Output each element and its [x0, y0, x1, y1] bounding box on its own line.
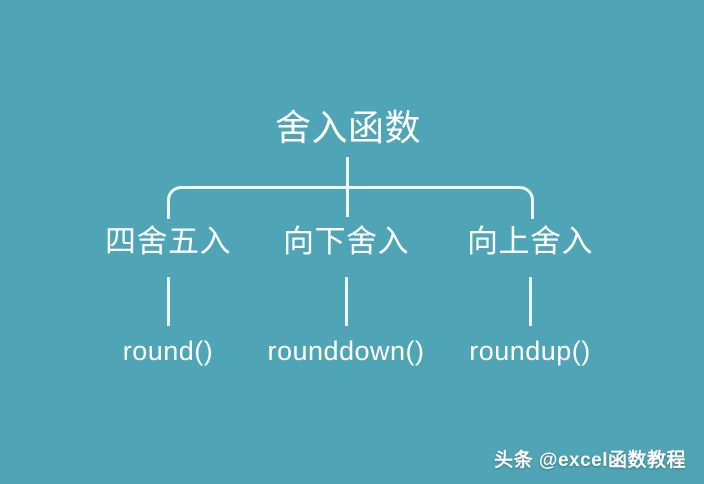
watermark-text: 头条 @excel函数教程: [494, 450, 686, 471]
node-level3-rounddown: rounddown(): [267, 336, 425, 366]
connector-stem-right: [529, 277, 532, 326]
connector-bracket-right-corner: [515, 186, 534, 219]
connector-stem-left: [167, 277, 170, 326]
node-root: 舍入函数: [274, 107, 422, 148]
node-level3-roundup: roundup(): [469, 336, 591, 366]
connector-stem-middle: [345, 277, 348, 326]
node-level2-rounddown: 向下舍入: [283, 224, 409, 259]
connector-bracket-horizontal: [181, 186, 519, 189]
node-level2-roundup: 向上舍入: [467, 224, 593, 259]
node-level2-round: 四舍五入: [105, 224, 231, 259]
connector-bracket-left-corner: [167, 186, 186, 219]
node-level3-round: round(): [122, 336, 214, 366]
